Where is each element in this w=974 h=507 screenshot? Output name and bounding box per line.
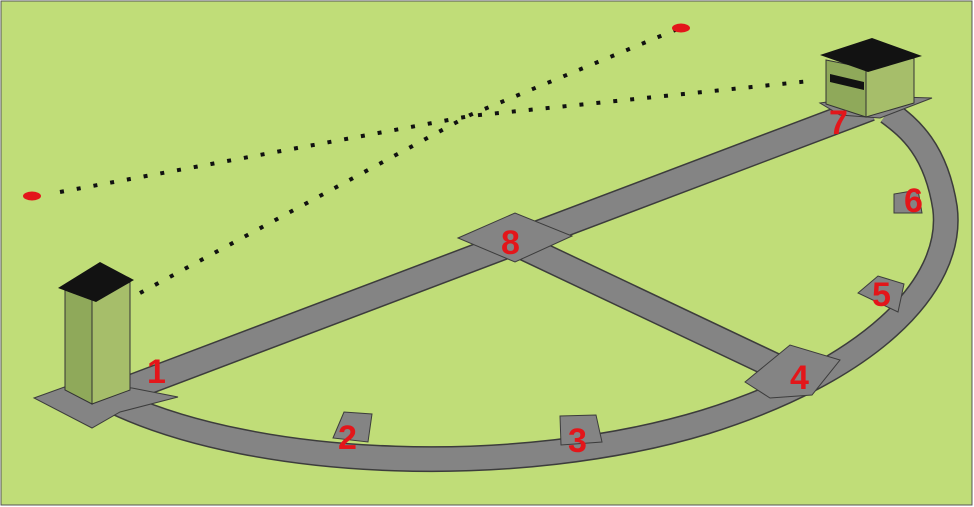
sight-lines [59,26,811,295]
road-network [32,95,959,473]
station-label-1: 1 [147,353,166,391]
pad-6 [893,189,923,214]
pad-8 [456,212,574,263]
sightline-upper [59,79,811,194]
station-labels: 1 2 3 4 5 6 7 8 [147,104,923,460]
station-label-7: 7 [829,104,848,142]
station-label-5: 5 [872,276,891,314]
pad-3 [559,414,603,446]
tower-left-wall-front [64,289,93,405]
station-label-2: 2 [338,419,357,457]
building-tower-left [58,262,134,405]
station-label-3: 3 [568,422,587,460]
station-label-6: 6 [904,182,923,220]
tower-left-roof [58,262,134,302]
target-marker-top [672,23,690,33]
hut-roof [820,38,922,72]
building-hut-right [820,38,922,118]
station-label-8: 8 [501,224,520,262]
pad-5 [857,275,905,313]
pad-4 [744,344,841,399]
target-marker-left [23,191,41,201]
road-diagonal-fill [509,232,806,389]
sightline-lower [139,26,681,295]
station-label-4: 4 [790,359,809,397]
hut-window-slit [830,74,864,90]
pad-2 [332,411,373,443]
